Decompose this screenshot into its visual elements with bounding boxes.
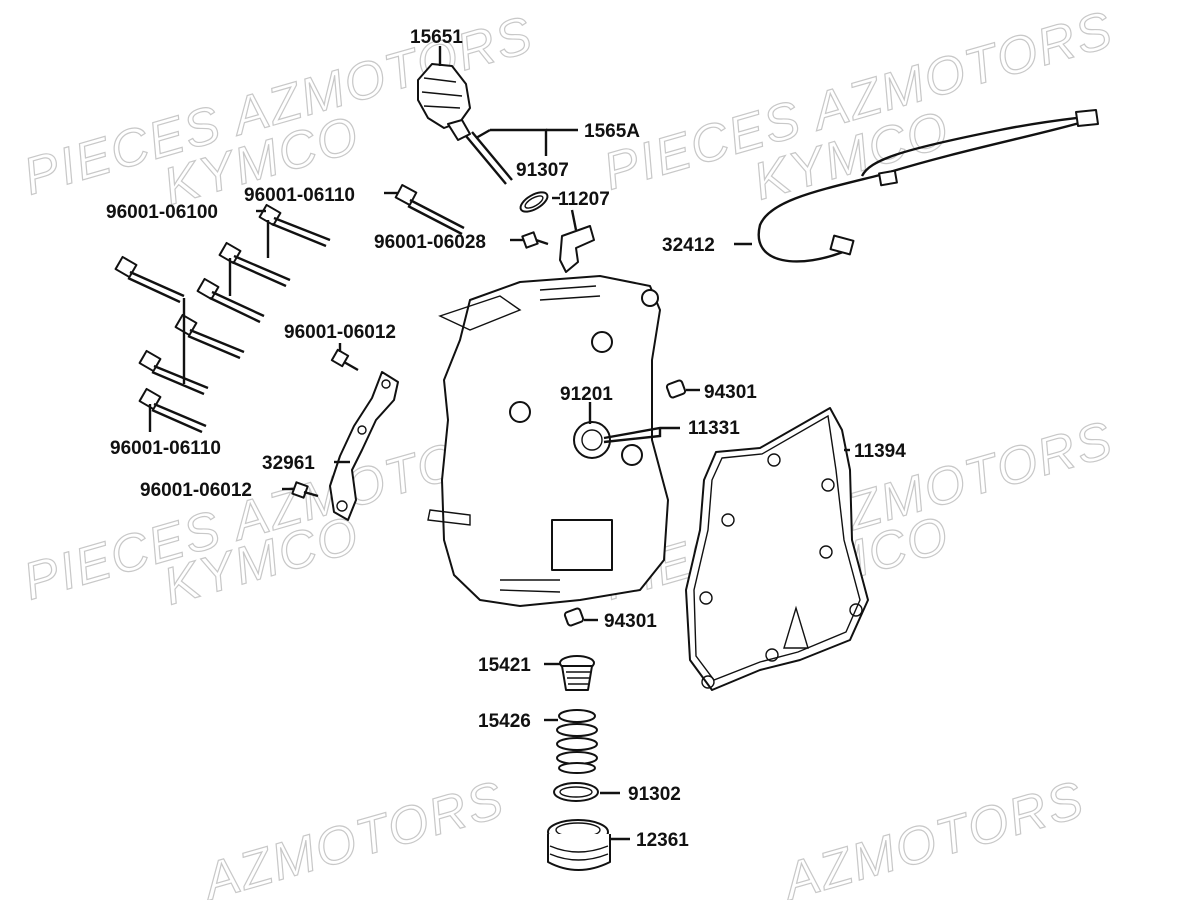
label-1565A: 1565A [584, 121, 640, 142]
o-ring-inner-drawing [559, 786, 593, 798]
label-15651: 15651 [410, 27, 463, 48]
o-ring-inner-drawing [524, 195, 544, 209]
dowel-pin-drawing [665, 379, 687, 399]
watermark-text: AZMOTORS [194, 770, 511, 900]
gasket-drawing [685, 407, 869, 691]
bolt-drawing [138, 387, 207, 434]
spring-drawing [556, 709, 598, 774]
dowel-pin-drawing [563, 607, 585, 627]
label-11394: 11394 [854, 441, 906, 462]
label-32412: 32412 [662, 235, 715, 256]
leader-lines [148, 46, 850, 841]
small-screw-drawing [291, 481, 319, 499]
strainer-drawing [559, 655, 595, 691]
small-bolt-drawing [521, 231, 549, 249]
label-11207: 11207 [558, 189, 610, 210]
label-96001-06028: 96001-06028 [374, 232, 486, 253]
bolt-drawing [114, 255, 185, 304]
bolt-drawing [394, 184, 465, 236]
label-94301-top: 94301 [704, 382, 757, 403]
label-91302: 91302 [628, 784, 681, 805]
wire-drawing [757, 109, 1099, 263]
label-96001-06100: 96001-06100 [106, 202, 218, 223]
crankcase-cover-drawing [427, 275, 669, 607]
bolt-drawing [196, 277, 265, 324]
watermark-text: AZMOTORS [774, 770, 1091, 900]
plate-drawing [329, 371, 399, 521]
bolt-drawing [138, 349, 209, 396]
label-96001-06012-top: 96001-06012 [284, 322, 396, 343]
label-96001-06110-bottom: 96001-06110 [110, 438, 221, 459]
label-15426: 15426 [478, 711, 531, 732]
label-96001-06012-bottom: 96001-06012 [140, 480, 252, 501]
label-94301-bottom: 94301 [604, 611, 657, 632]
small-screw-drawing [330, 348, 359, 372]
label-91307: 91307 [516, 160, 569, 181]
bolt-drawing [218, 241, 291, 288]
label-91201: 91201 [560, 384, 613, 405]
o-ring-drawing [519, 191, 549, 213]
label-15421: 15421 [478, 655, 531, 676]
bolt-drawing [258, 203, 331, 248]
label-96001-06110-top: 96001-06110 [244, 185, 355, 206]
o-ring-drawing [553, 782, 599, 802]
label-11331: 11331 [688, 418, 740, 439]
bolt-drawing [174, 313, 245, 360]
part-labels: 15651 1565A 91307 11207 96001-06110 9600… [106, 27, 906, 851]
label-32961: 32961 [262, 453, 315, 474]
dipstick-cap-drawing [417, 63, 513, 185]
drain-plug-drawing [547, 819, 611, 871]
label-12361: 12361 [636, 830, 689, 851]
bracket-drawing [559, 225, 595, 273]
